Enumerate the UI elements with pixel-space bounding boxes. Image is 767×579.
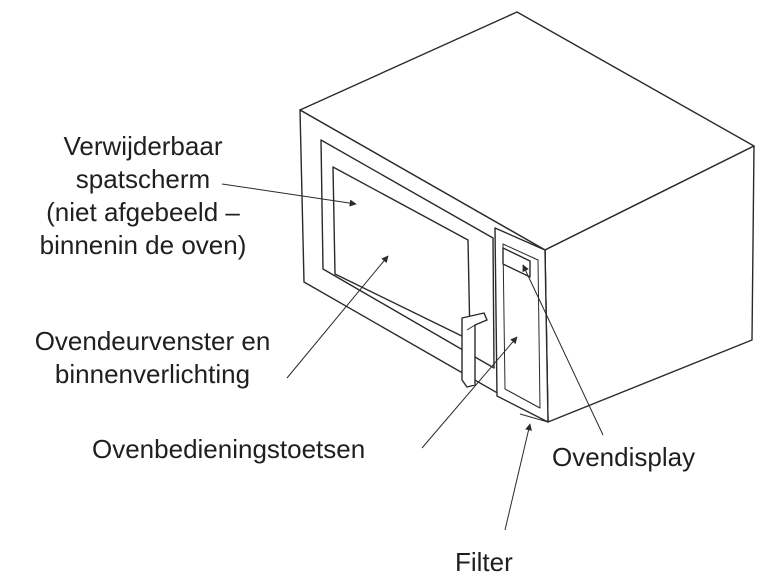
label-filter: Filter (455, 547, 513, 577)
label-splash-screen: Verwijderbaar spatscherm (niet afgebeeld… (8, 130, 278, 262)
door-handle (461, 312, 488, 388)
pointer-lines (221, 183, 604, 531)
filter-edge (519, 413, 549, 423)
filter-arrow (504, 423, 532, 531)
label-splash-screen-line: binnenin de oven) (39, 230, 247, 260)
control-panel-inner (502, 243, 541, 409)
door-window-arrow (286, 255, 389, 379)
controls-arrow (421, 336, 518, 449)
display-arrow (522, 264, 604, 436)
label-controls: Ovenbedieningstoetsen (92, 434, 366, 464)
label-splash-screen-line: spatscherm (75, 164, 211, 194)
label-door-window-line: Ovendeurvenster en (34, 326, 271, 356)
label-display: Ovendisplay (552, 442, 696, 472)
label-splash-screen-line: (niet afgebeeld – (46, 197, 240, 227)
microwave-oven (299, 11, 755, 423)
label-splash-screen-line: Verwijderbaar (63, 131, 223, 161)
label-door-window-line: binnenverlichting (54, 359, 251, 389)
label-door-window: Ovendeurvenster en binnenverlichting (0, 325, 305, 391)
door-handle-edge (466, 324, 476, 331)
splash-screen-arrow (221, 183, 357, 207)
